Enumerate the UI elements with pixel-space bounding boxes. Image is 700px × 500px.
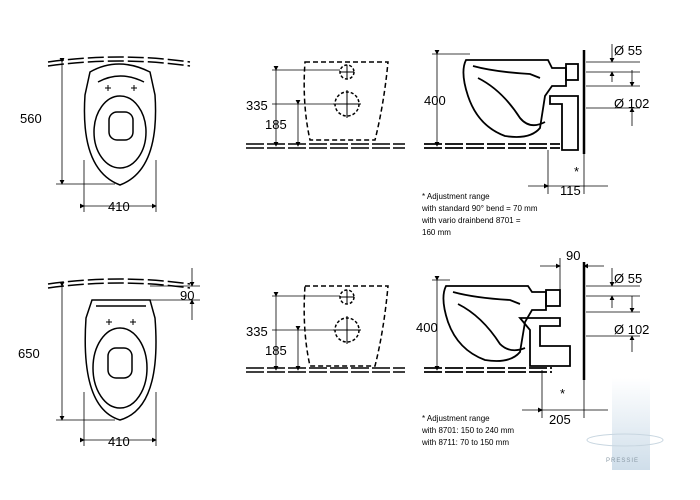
side-dims-top [432,44,640,194]
plan-view-top [47,56,191,186]
dim-185-top: 185 [265,117,287,132]
note-bottom: * Adjustment range with 8701: 150 to 240… [421,414,514,447]
dim-d55-bottom: Ø 55 [614,271,642,286]
dim-90-side: 90 [566,248,580,263]
side-dims-bottom [432,258,640,418]
dim-560: 560 [20,111,42,126]
dim-400-bottom: 400 [416,320,438,335]
note-bottom-line-2: with 8701: 150 to 240 mm [421,426,514,435]
watermark: PRESSIE [586,378,664,470]
dim-205: 205 [549,412,571,427]
dim-410-bottom: 410 [108,434,130,449]
side-view-bottom [424,262,586,380]
dim-d102-bottom: Ø 102 [614,322,649,337]
asterisk-bottom: * [560,386,565,401]
plan-dims-top [56,58,157,212]
note-top-line-1: * Adjustment range [422,192,490,201]
dim-d102-top: Ø 102 [614,96,649,111]
note-bottom-line-3: with 8711: 70 to 150 mm [421,438,509,447]
note-bottom-line-1: * Adjustment range [422,414,490,423]
dim-400-top: 400 [424,93,446,108]
dim-335-bottom: 335 [246,324,268,339]
wall-dims-top [272,66,340,147]
dim-650: 650 [18,346,40,361]
asterisk-top: * [574,164,579,179]
dim-d55-top: Ø 55 [614,43,642,58]
dim-90-plan: 90 [180,288,194,303]
wall-dims-bottom [272,292,340,371]
wall-view-bottom [246,285,405,373]
dim-410-top: 410 [108,199,130,214]
dim-185-bottom: 185 [265,343,287,358]
dim-115: 115 [560,183,581,198]
watermark-text: PRESSIE [606,458,639,464]
dim-335-top: 335 [246,98,268,113]
note-top-line-3: with vario drainbend 8701 = [421,216,521,225]
note-top: * Adjustment range with standard 90° ben… [421,192,538,237]
plan-dims-bottom [56,268,200,446]
wall-view-top [246,61,405,149]
note-top-line-4: 160 mm [422,228,451,237]
note-top-line-2: with standard 90° bend = 70 mm [421,204,538,213]
side-view-top [424,50,586,154]
